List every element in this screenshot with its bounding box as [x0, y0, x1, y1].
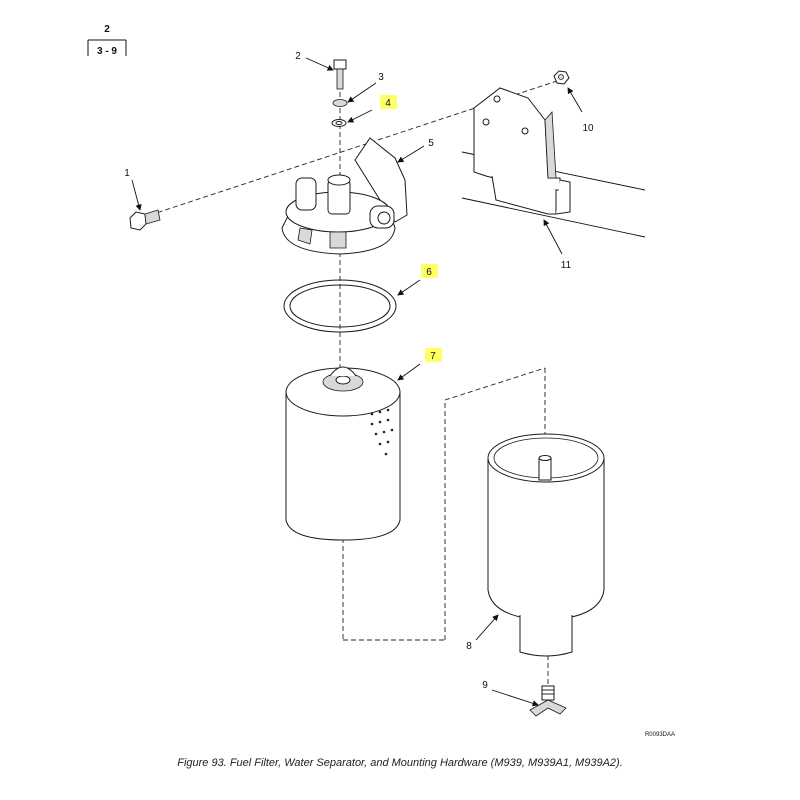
callout-4: 4 [385, 98, 391, 109]
callout-2: 2 [295, 51, 301, 62]
callout-7: 7 [430, 351, 436, 362]
leader-lines [131, 57, 583, 707]
callout-1: 1 [124, 168, 130, 179]
highlight-7 [425, 348, 442, 362]
lockwasher-3 [332, 99, 348, 107]
washer-4 [331, 119, 347, 127]
hex-nut-10 [553, 70, 570, 85]
highlight-4 [380, 95, 397, 109]
callout-6: 6 [426, 267, 432, 278]
callout-5: 5 [428, 138, 434, 149]
capscrew-2 [333, 59, 347, 90]
callout-numbers: 1 2 3 4 5 6 7 8 9 10 11 [124, 51, 594, 691]
mounting-bracket-11 [473, 87, 571, 215]
figure-caption: Figure 93. Fuel Filter, Water Separator,… [177, 757, 623, 769]
filter-element-7 [285, 366, 401, 541]
separator-bowl-8 [487, 433, 605, 657]
drawing-code: R0093DAA [645, 732, 675, 738]
callout-10: 10 [582, 123, 594, 134]
sheet-reference: 2 3 - 9 [87, 24, 127, 57]
figure-ref-number: 2 [104, 24, 110, 35]
filter-head-5 [281, 137, 408, 255]
drain-valve-9 [529, 685, 567, 717]
capscrew-1 [129, 209, 161, 231]
seal-ring-6 [283, 279, 397, 333]
callout-9: 9 [482, 680, 488, 691]
callout-8: 8 [466, 641, 472, 652]
filter-perforations [370, 408, 394, 456]
page-ref-number: 3 - 9 [97, 46, 117, 57]
callout-11: 11 [561, 260, 572, 271]
highlight-6 [421, 264, 438, 278]
callout-3: 3 [378, 72, 384, 83]
